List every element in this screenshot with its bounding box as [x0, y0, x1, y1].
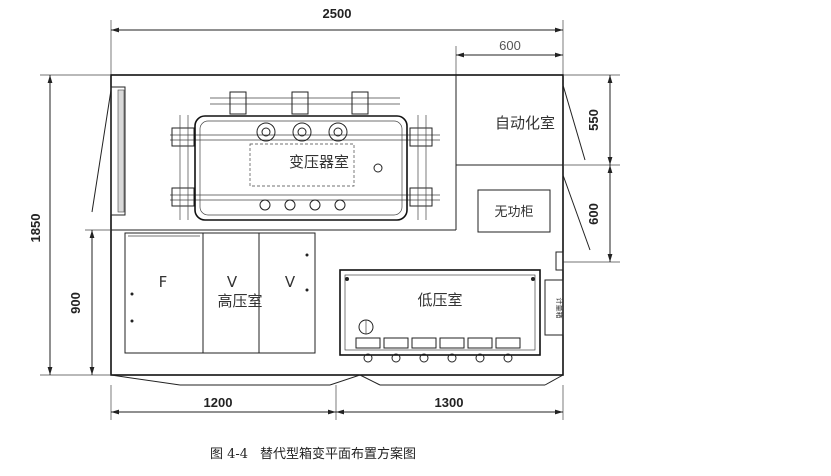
- transformer-room: 变压器室: [111, 75, 457, 231]
- dim-label-1850: 1850: [28, 214, 43, 243]
- dim-label-1200: 1200: [204, 395, 233, 410]
- base-outline: [110, 374, 564, 386]
- dimension-lv-width: 1300: [336, 385, 564, 420]
- automation-room: 自动化室: [456, 114, 563, 166]
- dimension-total-width: 2500: [110, 6, 564, 75]
- high-voltage-room: F V V 高压室: [124, 232, 316, 354]
- dim-label-900: 900: [68, 292, 83, 314]
- dim-label-1300: 1300: [435, 395, 464, 410]
- meter-box: 计量箱: [544, 279, 564, 336]
- dimension-lower-height: 900: [68, 229, 111, 375]
- panel-label-v1: V: [227, 273, 238, 291]
- low-voltage-room-label: 低压室: [417, 291, 462, 309]
- high-voltage-room-label: 高压室: [217, 292, 262, 310]
- low-voltage-room: 低压室: [339, 269, 541, 363]
- panel-label-v2: V: [285, 273, 296, 291]
- transformer-room-label: 变压器室: [289, 153, 349, 171]
- meter-box-label: 计量箱: [555, 298, 564, 319]
- dimension-automation-width: 600: [455, 38, 563, 75]
- dim-label-600-right: 600: [586, 203, 601, 225]
- dimension-hv-width: 1200: [110, 385, 337, 420]
- dim-label-550: 550: [586, 109, 601, 131]
- enclosure-outline: [110, 74, 564, 376]
- caption-number: 图 4-4: [210, 447, 248, 462]
- dim-label-2500: 2500: [323, 6, 352, 21]
- automation-room-label: 自动化室: [495, 114, 555, 132]
- figure-caption: 图 4-4 替代型箱变平面布置方案图: [210, 446, 416, 462]
- panel-label-f: F: [159, 273, 168, 291]
- caption-text: 替代型箱变平面布置方案图: [260, 446, 416, 462]
- dimension-total-height: 1850: [28, 74, 111, 376]
- left-side-door: [91, 86, 126, 216]
- reactive-cabinet-label: 无功柜: [494, 205, 533, 220]
- dim-label-600-top: 600: [499, 38, 521, 53]
- right-side-doors: 550 600: [555, 74, 620, 271]
- reactive-cabinet: 无功柜: [477, 189, 551, 233]
